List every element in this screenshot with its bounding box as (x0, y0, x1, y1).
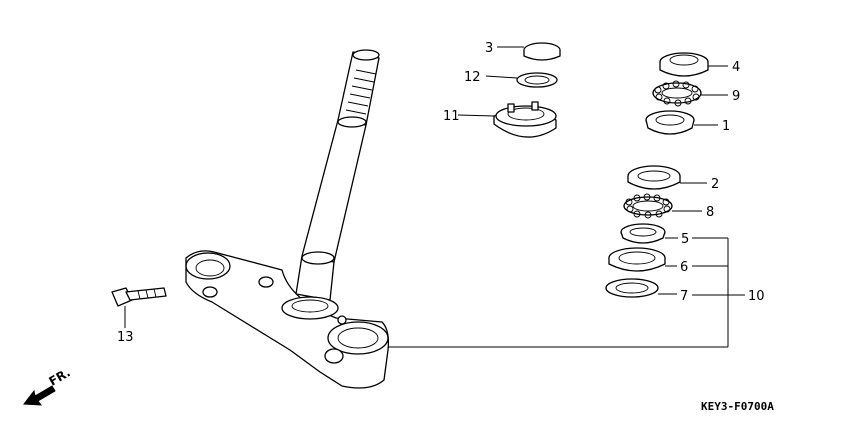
lower-fork-bridge (185, 250, 390, 389)
callout-5: 5 (681, 232, 689, 247)
lower-cone-race-part (620, 223, 666, 244)
callout-6: 6 (680, 260, 688, 275)
callout-7: 7 (680, 289, 688, 304)
callout-2: 2 (711, 177, 719, 192)
stem-nut-part (523, 42, 561, 61)
lock-washer-part (516, 72, 558, 88)
adjusting-nut-part (493, 101, 557, 138)
upper-cone-race-part (645, 110, 695, 135)
front-direction-indicator: FR. (23, 365, 73, 406)
steering-stem-shaft (295, 49, 380, 301)
leader-lines (124, 46, 745, 348)
callout-12: 12 (464, 70, 481, 85)
callout-3: 3 (485, 41, 493, 56)
callout-13: 13 (117, 330, 134, 345)
callout-11: 11 (443, 109, 460, 124)
callout-4: 4 (732, 60, 740, 75)
callout-10: 10 (748, 289, 765, 304)
front-arrow-icon (23, 385, 56, 406)
lower-dust-seal-part (608, 247, 666, 272)
drawing-code: KEY3-F0700A (701, 400, 774, 413)
ball-race-part (627, 165, 681, 190)
callout-1: 1 (722, 119, 730, 134)
washer-part (605, 278, 659, 298)
callout-8: 8 (706, 205, 714, 220)
bolt-part (111, 287, 167, 307)
dust-seal-part (659, 52, 709, 77)
upper-ball-bearing-part (652, 80, 702, 107)
front-direction-label: FR. (47, 365, 73, 388)
lower-ball-bearing-part (623, 193, 673, 219)
callout-9: 9 (732, 89, 740, 104)
callout-labels: 3 12 11 4 9 1 2 8 5 6 7 10 13 (117, 41, 765, 345)
